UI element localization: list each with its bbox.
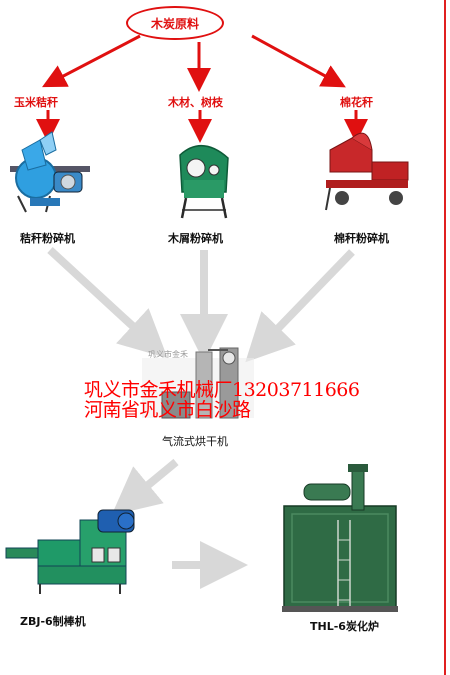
wood-crusher-image	[179, 145, 229, 219]
label-straw-crusher: 秸秆粉碎机	[20, 232, 75, 245]
arrow-root-to-corn	[42, 34, 141, 88]
label-wood-crusher: 木屑粉碎机	[168, 232, 223, 245]
material-cotton-stalk: 棉花秆	[340, 96, 373, 109]
watermark-address: 河南省巩义市白沙路	[84, 399, 251, 421]
cotton-crusher-image	[325, 132, 409, 211]
material-wood-branch: 木材、树枝	[168, 96, 223, 109]
arrow-cotton-to-dryer	[245, 249, 355, 363]
label-furnace: THL-6炭化炉	[310, 620, 379, 633]
arrow-straw-to-dryer	[47, 247, 168, 359]
label-cotton-crusher: 棉秆粉碎机	[334, 232, 389, 245]
arrow-dryer-to-rod	[111, 458, 179, 516]
furnace-image	[282, 464, 398, 612]
label-rod-machine: ZBJ-6制棒机	[20, 615, 86, 628]
rod-machine-image	[5, 509, 135, 594]
arrow-root-to-cotton	[251, 34, 346, 88]
dryer-plate-text: 巩义市金禾	[148, 350, 188, 359]
root-node-charcoal-material: 木炭原料	[126, 6, 224, 40]
material-corn-stalk: 玉米秸秆	[14, 96, 58, 109]
label-dryer: 气流式烘干机	[162, 435, 228, 448]
right-border-line	[444, 0, 446, 675]
straw-crusher-image	[10, 131, 90, 213]
dryer-image	[142, 347, 254, 419]
watermark-company-phone: 巩义市金禾机械厂13203711666	[84, 379, 360, 401]
